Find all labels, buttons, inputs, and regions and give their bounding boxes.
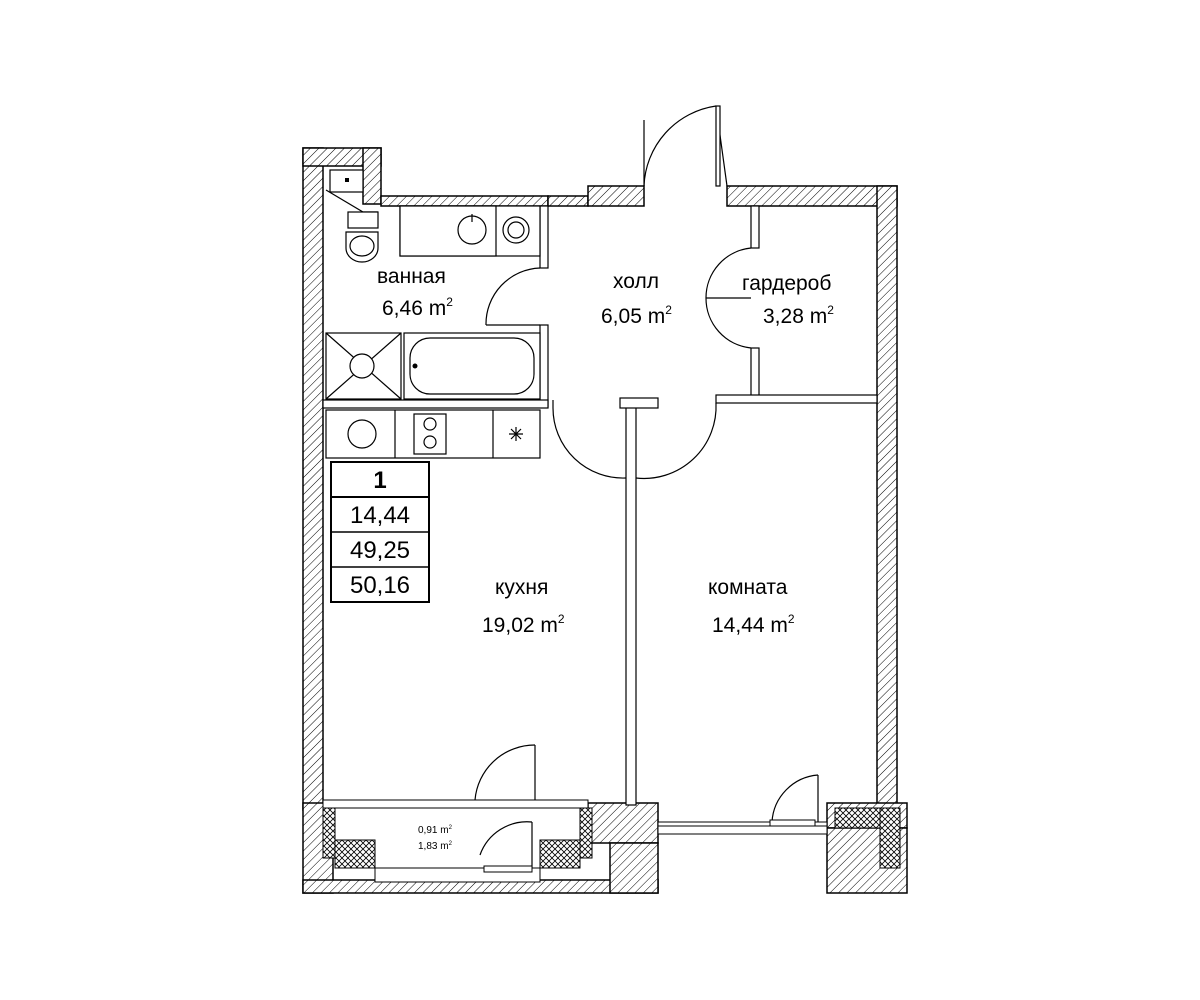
balcony-area-2: 1,83 m	[418, 841, 449, 852]
kitchen-area: 19,02 m	[482, 614, 558, 637]
hall-doors	[552, 247, 752, 480]
room-area: 14,44 m	[712, 614, 788, 637]
svg-text:6,46 m2: 6,46 m2	[382, 295, 453, 320]
wardrobe-area: 3,28 m	[763, 305, 827, 328]
summary-living-area: 14,44	[350, 502, 410, 529]
hall-area: 6,05 m	[601, 305, 665, 328]
room-name: комната	[708, 576, 788, 599]
balcony-area-1-sup: 2	[449, 825, 453, 831]
summary-rooms-count: 1	[373, 467, 386, 494]
hall-name: холл	[613, 270, 659, 293]
balcony-area-2-sup: 2	[449, 841, 453, 847]
room-area-sup: 2	[788, 612, 795, 626]
toilet	[325, 169, 379, 263]
room-labels: ванная 6,46 m2 холл 6,05 m2 гардероб 3,2…	[377, 265, 834, 852]
hall-area-sup: 2	[665, 303, 672, 317]
kitchen-counter	[325, 409, 541, 459]
svg-text:1,83 m2: 1,83 m2	[418, 841, 453, 852]
summary-total-area-balcony: 50,16	[350, 572, 410, 599]
bathroom-name: ванная	[377, 265, 446, 288]
svg-text:3,28 m2: 3,28 m2	[763, 303, 834, 328]
wardrobe-name: гардероб	[742, 272, 831, 295]
bathroom-door	[485, 267, 541, 326]
bathroom-area-sup: 2	[446, 295, 453, 309]
wardrobe-area-sup: 2	[827, 303, 834, 317]
kitchen-area-sup: 2	[558, 612, 565, 626]
svg-text:19,02 m2: 19,02 m2	[482, 612, 565, 637]
svg-text:14,44 m2: 14,44 m2	[712, 612, 795, 637]
bathroom-area: 6,46 m	[382, 297, 446, 320]
balcony-doors	[374, 744, 828, 883]
bathroom-sink-washer	[399, 205, 541, 257]
kitchen-name: кухня	[495, 576, 548, 599]
balcony-area-1: 0,91 m	[418, 825, 449, 836]
summary-total-area: 49,25	[350, 537, 410, 564]
entrance-door	[643, 105, 728, 187]
shower-bathtub	[325, 332, 541, 400]
svg-text:6,05 m2: 6,05 m2	[601, 303, 672, 328]
svg-text:0,91 m2: 0,91 m2	[418, 825, 453, 836]
summary-box: 1 14,44 49,25 50,16	[330, 461, 430, 603]
